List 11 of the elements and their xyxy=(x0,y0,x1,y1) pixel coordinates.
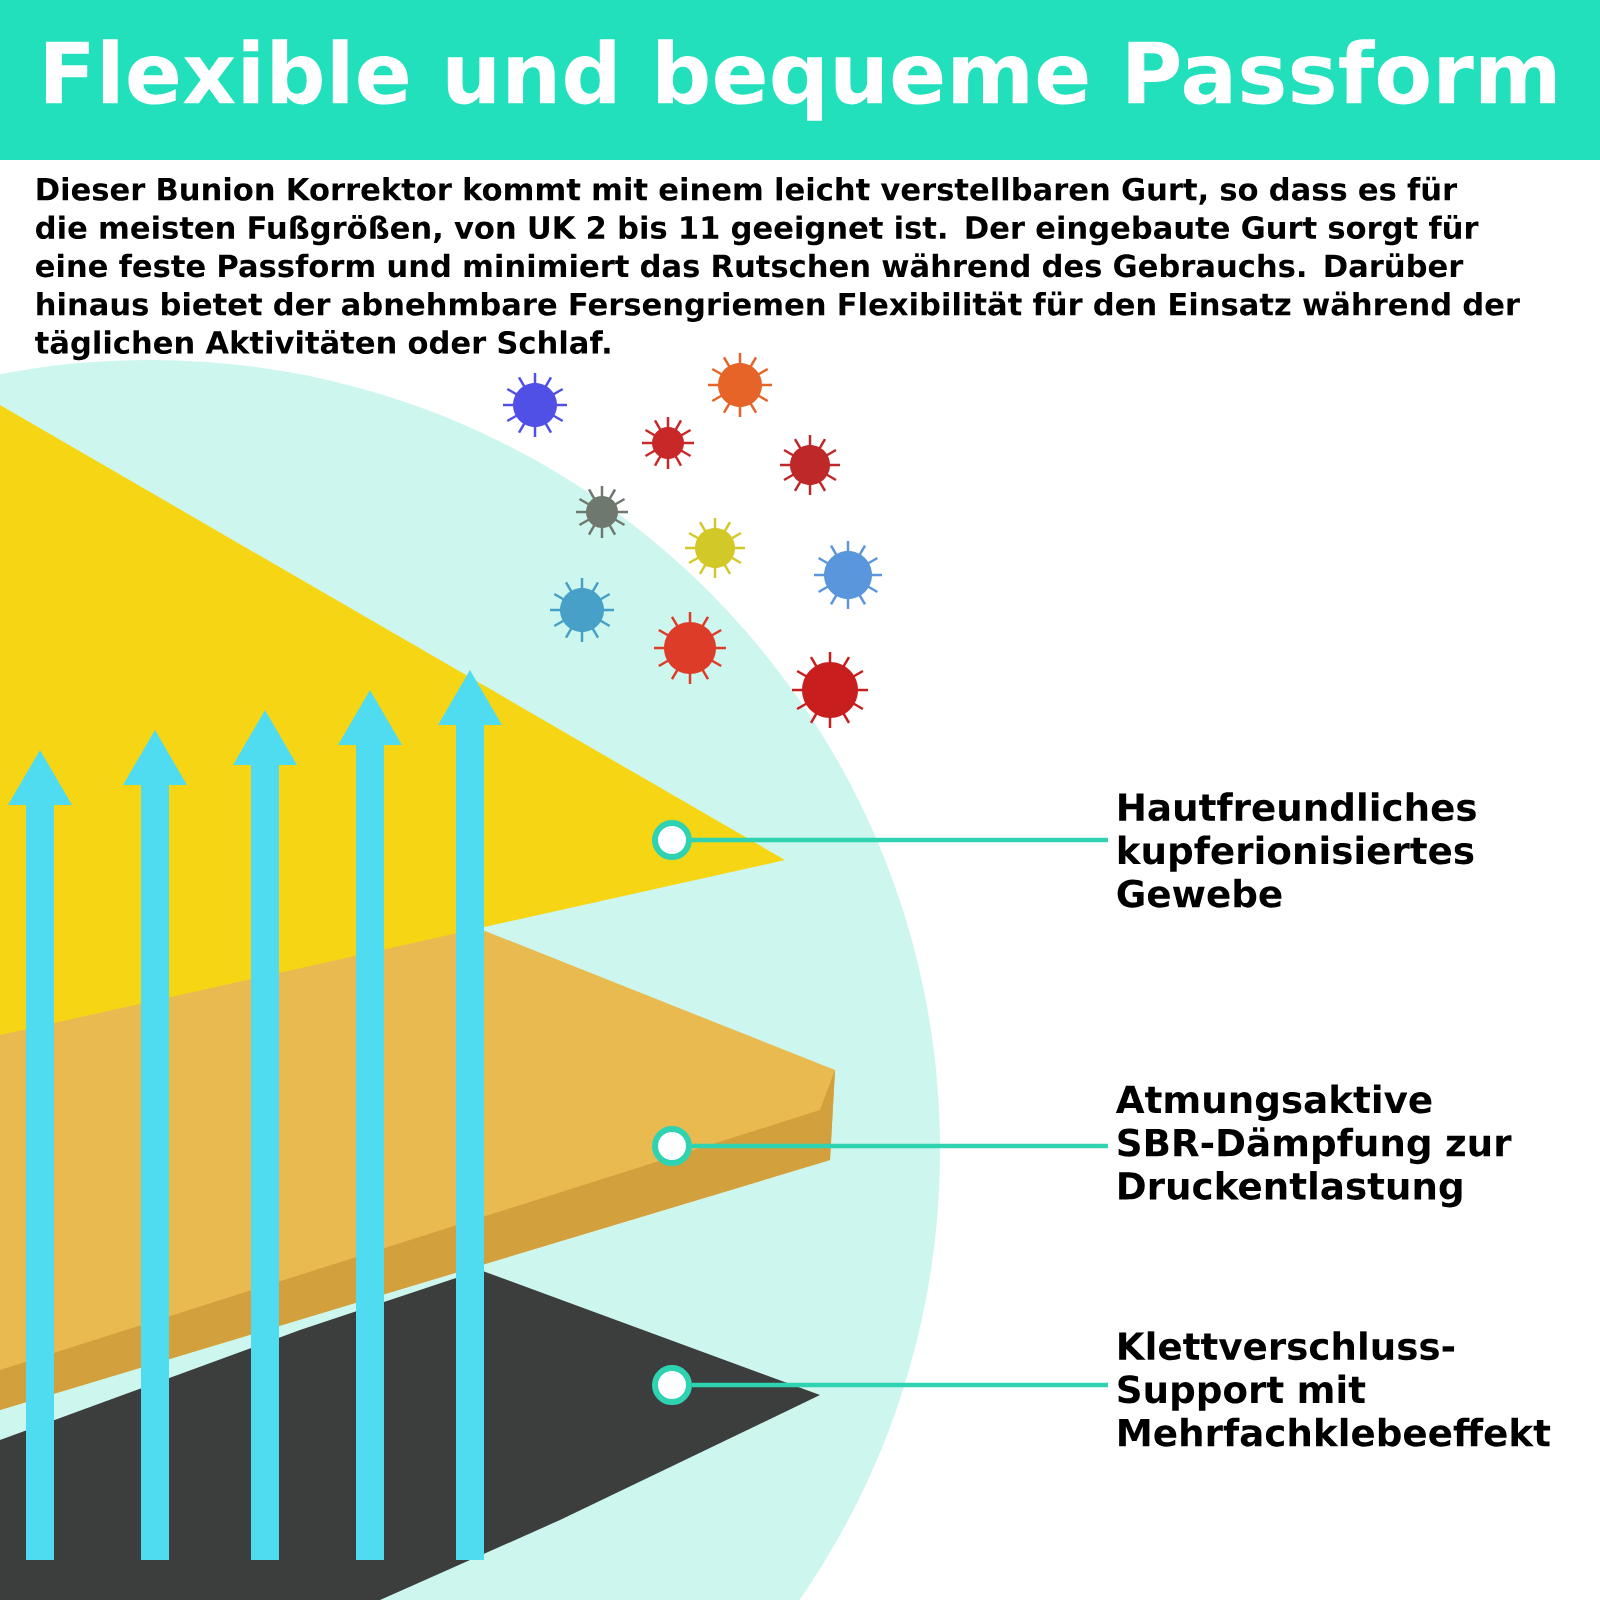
title-banner: Flexible und bequeme Passform xyxy=(0,0,1600,160)
marker-dot xyxy=(652,1365,692,1405)
leader-line xyxy=(692,1143,1108,1149)
leader-line xyxy=(692,1382,1108,1388)
callout-text: Klettverschluss-Support mit Mehrfachklebeeffekt xyxy=(1118,1331,1551,1447)
marker-dot xyxy=(652,820,692,860)
marker-dot xyxy=(652,1126,692,1166)
leader-line xyxy=(692,837,1108,843)
callout-text: Atmungsaktive SBR-Dämpfung zur Druckentlastung xyxy=(1115,1084,1512,1208)
description-text: Dieser Bunion Korrektor kommt mit einem leicht verstellbaren Gurt, so dass es für die meisten Fußgrößen, von UK 2 bis 11 geeignet ist. Der eingebaute Gurt sorgt für eine feste Passform und minimiert das Rutschen während des Gebrauchs. Darüber hinaus bietet der abnehmbare Fersengriemen Flexibilität für den Einsatz während der täglichen Aktivitäten oder Schlaf. xyxy=(35,176,1520,361)
callout-text: Hautfreundliches kupferionisiertes Gewebe xyxy=(1117,792,1476,908)
